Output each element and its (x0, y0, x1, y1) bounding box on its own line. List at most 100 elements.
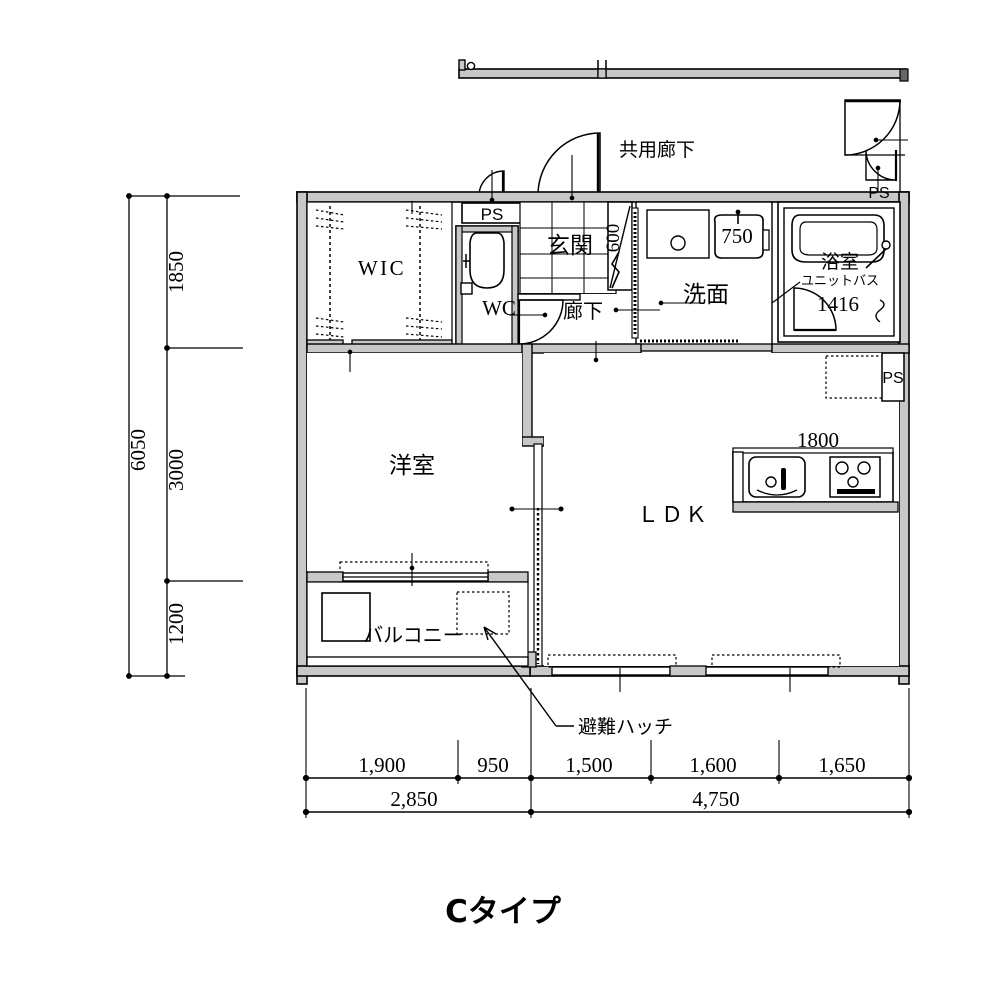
kitchen-counter-back (732, 447, 894, 454)
dim-label-6050: 6050 (126, 429, 150, 471)
label-escape-hatch: 避難ハッチ (578, 716, 673, 738)
burner-1 (835, 461, 849, 475)
genkan-room (519, 201, 633, 295)
label-rouka: 廊下 (563, 299, 603, 323)
vanity-faucet-knob (735, 209, 741, 215)
kitchen-side-panel (732, 451, 744, 503)
dim-label-4750: 4,750 (692, 787, 739, 811)
horizontal-dimension-labels: 1,900 950 1,500 1,600 1,650 2,850 4,750 (358, 753, 865, 811)
label-shoe-600: 600 (603, 224, 624, 253)
senmen-wall-bottom (635, 343, 773, 352)
label-ps-left: PS (481, 205, 504, 224)
ldk-window-right (704, 666, 829, 676)
ldk-storage-dashed (825, 355, 889, 399)
sink-drain-icon (765, 476, 777, 488)
washing-machine-pan (646, 209, 710, 259)
label-ldk: ＬＤＫ (637, 502, 709, 527)
room-leader-ticks (347, 137, 908, 692)
toilet-bowl-icon (469, 232, 505, 289)
burner-2 (857, 461, 871, 475)
label-ps-right: PS (882, 370, 903, 387)
sink-faucet-icon (781, 468, 786, 490)
mid-partition-walls (306, 343, 910, 668)
label-wc: WC (482, 296, 516, 320)
label-kitchen-1800: 1800 (797, 428, 839, 452)
room-labels: WIC WC 玄関 廊下 洗面 浴室 ユニットバス 洋室 ＬＤＫ バルコニー 共… (358, 139, 879, 647)
wall-hall-bottom (528, 343, 642, 354)
dim-label-1200: 1200 (164, 603, 188, 645)
fixture-dimension-labels: 600 750 1416 1800 (603, 224, 859, 452)
wic-outline (306, 201, 453, 348)
wall-ldk-top (771, 343, 910, 354)
vanity-basin-icon (713, 214, 764, 259)
sink-basin-curve (756, 489, 798, 496)
label-balcony: バルコニー (363, 623, 463, 647)
bath-leader-line (771, 281, 801, 304)
corridor-left-stub (458, 59, 466, 71)
kitchen-base-wall (732, 501, 899, 513)
dim-label-1600: 1,600 (689, 753, 736, 777)
ldk-room (544, 352, 905, 677)
ps-right-box (881, 352, 905, 402)
label-senmen: 洗面 (683, 282, 729, 308)
youshitsu-wall-sill-right (487, 571, 529, 583)
dim-label-2850: 2,850 (390, 787, 437, 811)
escape-hatch-arrowhead (483, 626, 497, 641)
burner-3 (847, 476, 859, 488)
entrance-door-arc (537, 132, 601, 196)
balcony-area (306, 581, 529, 667)
outer-wall-bottom-balcony (296, 665, 531, 677)
label-youshitsu: 洋室 (389, 453, 435, 479)
plan-title: Cタイプ (445, 894, 562, 930)
wc-wall-right (511, 225, 519, 350)
bathtub-inner (799, 221, 878, 256)
genkan-tile-grid (520, 202, 616, 294)
wall-youshitsu-top (306, 343, 530, 354)
dim-label-3000: 3000 (164, 449, 188, 491)
dim-label-1850: 1850 (164, 251, 188, 293)
corridor-right-cap (899, 68, 909, 82)
ps-labels: PS PS PS (481, 185, 904, 387)
horizontal-dimension-group (302, 688, 913, 818)
youshitsu-wall-sill-left (306, 571, 344, 583)
vertical-dimension-labels: 6050 1850 3000 1200 (126, 251, 188, 645)
outer-wall-top (296, 191, 910, 203)
ps-top-door-arc-2 (865, 149, 897, 181)
washing-machine-drain-icon (670, 235, 686, 251)
dim-label-1650: 1,650 (818, 753, 865, 777)
label-wic: WIC (358, 256, 406, 280)
vanity-side (762, 229, 770, 251)
vertical-dimension-group (126, 193, 243, 679)
bath-door-arc (793, 287, 837, 331)
label-ps-top: PS (868, 185, 889, 202)
ldk-window-pier (669, 665, 707, 677)
paper-holder-icon (460, 282, 473, 295)
shower-arm-icon (865, 248, 887, 269)
common-corridor-area (458, 59, 909, 82)
corridor-outer-wall (458, 68, 907, 79)
ldk-window-left (551, 666, 671, 676)
corridor-pipe-icon (466, 61, 476, 71)
wall-youshitsu-ldk-upper (521, 343, 533, 445)
kitchen-sink-icon (748, 456, 806, 498)
label-common-corridor: 共用廊下 (619, 139, 695, 161)
balcony-ac-unit (321, 592, 371, 642)
yokushitsu-room (771, 201, 901, 343)
label-vanity-750: 750 (721, 224, 753, 248)
dim-label-950: 950 (477, 753, 509, 777)
wc-wall-top (455, 225, 519, 233)
label-unitbath-1416: 1416 (817, 292, 859, 316)
youshitsu-floor (307, 353, 522, 571)
senmen-room (631, 201, 773, 352)
escape-hatch-leader (483, 626, 557, 727)
corridor-post (597, 68, 607, 79)
shower-head-icon (881, 240, 891, 250)
escape-hatch-annotation: 避難ハッチ (483, 626, 673, 738)
rouka-area (517, 293, 630, 349)
wic-room (306, 201, 453, 371)
ps-top-door-swing (844, 99, 905, 200)
dim-label-1500: 1,500 (565, 753, 612, 777)
shoe-cabinet-zigzag (611, 251, 620, 289)
